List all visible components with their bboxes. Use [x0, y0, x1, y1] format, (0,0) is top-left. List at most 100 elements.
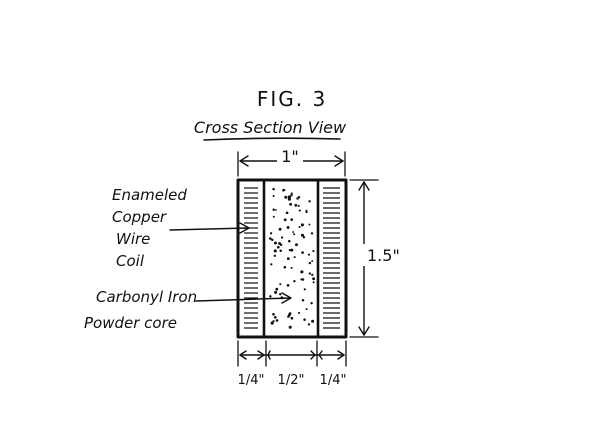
coil-label-line-3: Wire — [116, 230, 150, 248]
powder-particle — [288, 249, 291, 252]
powder-particle — [269, 232, 273, 235]
powder-particle — [298, 311, 301, 315]
powder-particle — [300, 270, 304, 274]
powder-particle — [294, 203, 298, 207]
powder-particle — [272, 187, 275, 191]
powder-particle — [272, 320, 275, 323]
powder-particle — [308, 261, 312, 265]
powder-particle — [293, 233, 296, 236]
right-coil-winding — [323, 187, 340, 329]
powder-particle — [293, 256, 296, 259]
powder-particle — [300, 233, 305, 237]
powder-particle — [297, 204, 300, 207]
powder-particle — [293, 280, 296, 283]
powder-core-dots — [268, 187, 316, 329]
powder-particle — [300, 278, 303, 281]
powder-particle — [303, 288, 306, 291]
powder-particle — [275, 287, 279, 291]
core-leader-arrow — [195, 292, 292, 304]
powder-particle — [269, 295, 272, 298]
powder-particle — [295, 243, 298, 247]
powder-particle — [283, 265, 287, 269]
powder-particle — [307, 323, 311, 326]
powder-particle — [268, 237, 272, 240]
powder-particle — [305, 308, 308, 311]
powder-particle — [311, 260, 314, 263]
powder-particle — [290, 316, 294, 320]
powder-particle — [270, 263, 273, 266]
powder-particle — [288, 325, 292, 329]
powder-particle — [273, 249, 277, 253]
powder-particle — [290, 192, 293, 195]
powder-particle — [302, 236, 306, 239]
powder-particle — [312, 250, 315, 253]
powder-particle — [271, 238, 274, 242]
powder-particle — [296, 197, 299, 200]
powder-particle — [311, 273, 314, 277]
powder-particle — [300, 223, 304, 227]
powder-particle — [272, 312, 275, 316]
powder-particle — [290, 248, 294, 252]
powder-particle — [279, 292, 282, 296]
powder-particle — [310, 232, 314, 235]
powder-particle — [311, 319, 315, 323]
powder-particle — [298, 209, 301, 212]
powder-particle — [274, 290, 278, 294]
powder-particle — [272, 194, 275, 198]
right-coil-width-label: 1/4" — [320, 373, 347, 388]
width-label-bg — [277, 148, 303, 166]
powder-particle — [286, 226, 290, 229]
powder-particle — [283, 189, 286, 191]
powder-particle — [308, 200, 311, 203]
core-label-line-1: Carbonyl Iron — [96, 288, 197, 306]
powder-particle — [284, 195, 288, 199]
coil-label: Enameled Copper Wire Coil — [112, 186, 192, 270]
powder-particle — [277, 245, 280, 249]
powder-particle — [275, 209, 277, 211]
powder-particle — [305, 210, 308, 214]
coil-leader-arrow — [169, 222, 250, 234]
powder-particle — [278, 241, 281, 244]
core-label-line-2: Powder core — [84, 314, 177, 332]
powder-particle — [287, 315, 290, 318]
powder-particle — [285, 211, 289, 215]
figure-number: FIG. 3 — [257, 87, 327, 111]
coil-label-line-1: Enameled — [112, 186, 187, 204]
core-width-label: 1/2" — [278, 373, 305, 388]
powder-particle — [278, 227, 282, 231]
figure-title: Cross Section View — [194, 118, 347, 137]
powder-particle — [286, 257, 290, 261]
height-label: 1.5" — [367, 246, 400, 265]
powder-particle — [292, 231, 295, 233]
powder-particle — [275, 319, 279, 322]
powder-particle — [290, 266, 293, 269]
powder-particle — [310, 302, 313, 305]
powder-particle — [308, 223, 311, 226]
powder-particle — [280, 236, 284, 239]
powder-particle — [301, 298, 305, 302]
powder-particle — [279, 243, 283, 246]
title-underline — [203, 137, 341, 141]
powder-particle — [274, 241, 277, 245]
width-arrowheads — [239, 155, 344, 167]
powder-particle — [312, 281, 315, 284]
coil-label-line-4: Coil — [116, 252, 145, 270]
powder-particle — [287, 195, 291, 199]
powder-particle — [273, 315, 277, 319]
powder-particle — [303, 318, 306, 321]
powder-particle — [283, 218, 287, 222]
coil-label-line-2: Copper — [112, 208, 167, 226]
powder-particle — [273, 254, 276, 257]
powder-particle — [308, 272, 312, 275]
powder-particle — [288, 239, 291, 243]
powder-particle — [272, 208, 275, 212]
powder-particle — [290, 218, 294, 221]
powder-particle — [286, 284, 290, 287]
core-label: Carbonyl Iron Powder core — [84, 288, 202, 332]
powder-particle — [270, 321, 274, 325]
powder-particle — [301, 251, 304, 254]
bottom-arrowheads — [239, 350, 345, 360]
left-coil-width-label: 1/4" — [238, 373, 265, 388]
powder-particle — [272, 215, 275, 218]
